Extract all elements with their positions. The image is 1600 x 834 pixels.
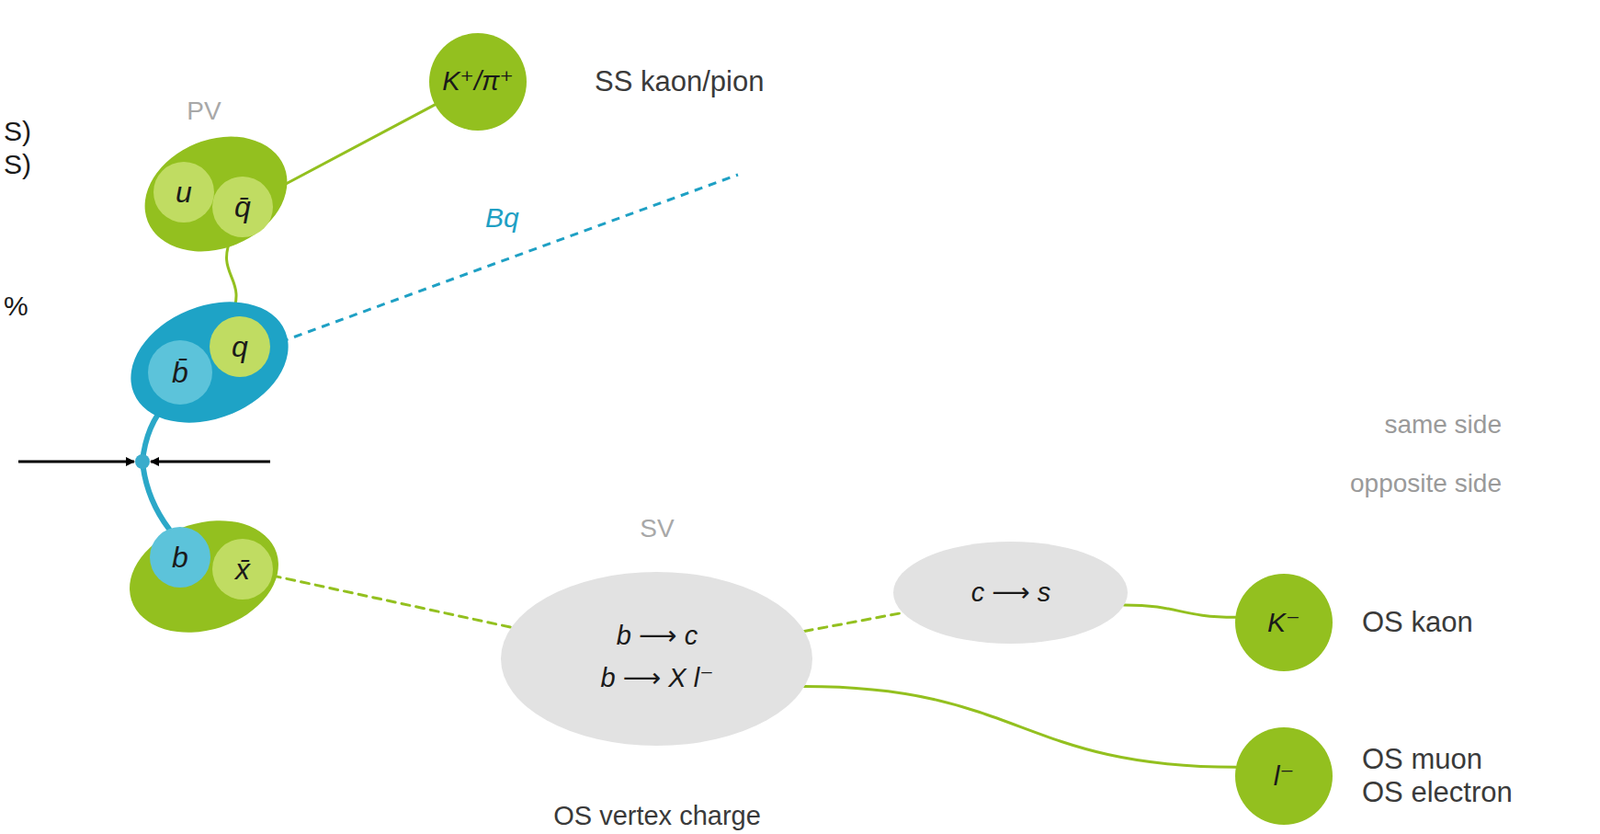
connector (804, 686, 1237, 768)
node-text: PV (186, 96, 221, 126)
node-text: c ⟶ s (971, 577, 1052, 608)
node-text: K⁻ (1267, 606, 1301, 639)
connector (272, 575, 511, 627)
label-text: same side (1384, 409, 1502, 440)
node-shape (429, 33, 527, 131)
node-shape (113, 279, 307, 445)
label-text: % (3, 290, 29, 323)
node-text: OS muon OS electron (1361, 742, 1522, 808)
node-shape (500, 571, 813, 746)
node-outline (127, 522, 281, 630)
quark-circle (209, 316, 271, 377)
node-text: SS kaon/pion (594, 65, 764, 99)
node-shape (1235, 726, 1333, 825)
beam-arrow (150, 460, 271, 464)
node-text: b̄ (171, 355, 189, 390)
track (739, 83, 1533, 174)
node-shape (114, 501, 294, 651)
node-text: q (231, 329, 249, 364)
opposite-b-hadron: b x̄ (127, 522, 281, 630)
track (739, 113, 1533, 174)
node-text: OS vertex charge (553, 800, 761, 831)
charm-decay: c ⟶ s (893, 541, 1128, 644)
connector (804, 612, 903, 631)
light-quark-pair: u q̄ (142, 139, 290, 249)
track (739, 0, 1408, 174)
node-text: SV (639, 513, 674, 544)
beam-arrow (18, 460, 135, 464)
node-text: b ⟶ X l⁻ (601, 662, 715, 693)
os-lepton-circle: l⁻OS muon OS electron (1235, 726, 1333, 825)
node-shape (1235, 573, 1333, 671)
quark-circle (147, 340, 213, 405)
node-shape (893, 541, 1128, 644)
node-text: b ⟶ c (616, 620, 698, 651)
track (739, 173, 1522, 307)
quark-circle (153, 161, 215, 223)
node-outline (500, 571, 813, 746)
node-text: K⁺/π⁺ (442, 66, 513, 97)
node-text: OS kaon (1361, 605, 1474, 639)
label-text: S) (3, 115, 32, 148)
node-shape (127, 115, 306, 272)
quark-circle (212, 176, 273, 238)
secondary-vertex: SVb ⟶ cb ⟶ X l⁻OS vertex charge (500, 571, 813, 746)
signal-b-meson: b̄ q (127, 306, 292, 419)
node-outline (127, 306, 292, 419)
node-text: u (175, 175, 193, 210)
primary-vertex: PV u q̄ b̄ q b x̄ (71, 96, 337, 633)
node-text: q̄ (234, 190, 251, 225)
node-shape (71, 96, 337, 633)
collision-point (135, 453, 150, 469)
node-text: l⁻ (1273, 760, 1295, 793)
b-meson-flight (280, 174, 738, 342)
node-text: x̄ (235, 552, 250, 587)
quark-circle (212, 538, 273, 600)
connector (269, 104, 435, 193)
ss-tagger-circle: K⁺/π⁺SS kaon/pion (429, 33, 527, 131)
os-kaon-circle: K⁻OS kaon (1235, 573, 1333, 671)
side-divider (340, 458, 1510, 461)
label-text: opposite side (1350, 468, 1502, 499)
label-text: Bq (485, 202, 520, 235)
connector (1123, 604, 1236, 617)
node-text: b (171, 540, 189, 575)
decay-tracks (739, 0, 1533, 307)
quark-circle (149, 526, 211, 588)
node-outline (142, 139, 290, 249)
label-text: S) (3, 148, 32, 182)
